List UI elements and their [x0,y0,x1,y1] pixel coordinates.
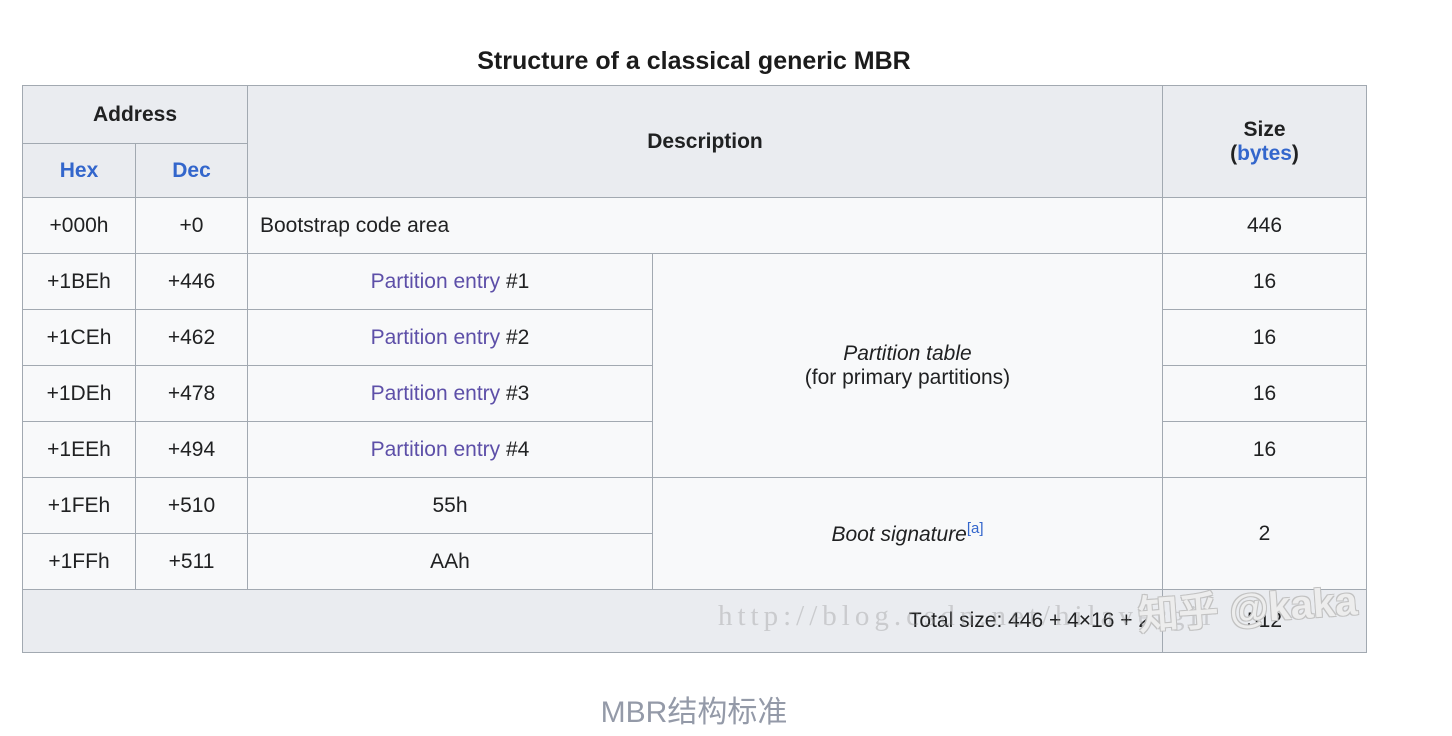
cell-total-label: Total size: 446 + 4×16 + 2 [22,589,1163,653]
cell-size: 16 [1162,253,1367,310]
header-size-paren-close: ) [1291,141,1299,165]
header-dec: Dec [135,143,248,198]
cell-dec: +510 [135,477,248,534]
partition-table-sublabel: (for primary partitions) [804,365,1011,389]
table-row-sig55: +1FEh +510 55h Boot signature[a] 2 [22,477,1367,590]
cell-hex: +1CEh [22,309,136,366]
cell-hex: +000h [22,197,136,254]
header-address: Address [22,85,248,144]
table-row-entry4: +1EEh +494 Partition entry #4 16 [22,421,1367,478]
hex-link[interactable]: Hex [59,158,99,182]
partition-table-label: Partition table [843,341,972,365]
cell-entry1: Partition entry #1 [247,253,653,310]
cell-hex: +1EEh [22,421,136,478]
table-row-entry2: +1CEh +462 Partition entry #2 16 [22,309,1367,366]
cell-dec: +494 [135,421,248,478]
image-caption: MBR结构标准 [600,696,788,729]
cell-dec: +462 [135,309,248,366]
cell-sig-AAh: AAh [247,533,653,590]
cell-size: 16 [1162,365,1367,422]
cell-hex: +1FFh [22,533,136,590]
cell-sig-55h: 55h [247,477,653,534]
dec-link[interactable]: Dec [172,158,211,182]
entry-number: #4 [500,437,530,461]
cell-dec: +478 [135,365,248,422]
cell-bootstrap-desc: Bootstrap code area [247,197,1163,254]
partition-entry-4-link[interactable]: Partition entry [370,437,501,461]
boot-signature-label: Boot signature [831,523,967,546]
table-row-entry1: +1BEh +446 Partition entry #1 Partition … [22,253,1367,478]
entry-number: #2 [500,325,530,349]
cell-dec: +511 [135,533,248,590]
header-row-1: Address Description Size (bytes) [22,85,1367,198]
table-row-entry3: +1DEh +478 Partition entry #3 16 [22,365,1367,422]
cell-size-signature: 2 [1162,477,1367,590]
table-row-bootstrap: +000h +0 Bootstrap code area 446 [22,197,1367,254]
partition-entry-3-link[interactable]: Partition entry [370,381,501,405]
bytes-link[interactable]: bytes [1237,141,1292,165]
header-hex: Hex [22,143,136,198]
cell-entry3: Partition entry #3 [247,365,653,422]
table-title: Structure of a classical generic MBR [477,47,911,75]
header-size-label: Size [1243,117,1286,141]
table-row-total: Total size: 446 + 4×16 + 2 512 [22,589,1367,653]
entry-number: #3 [500,381,530,405]
cell-partition-table: Partition table (for primary partitions) [652,253,1163,478]
cell-size: 16 [1162,309,1367,366]
header-row-2: Hex Dec [22,143,1367,198]
cell-boot-signature: Boot signature[a] [652,477,1163,590]
cell-size: 446 [1162,197,1367,254]
cell-dec: +446 [135,253,248,310]
partition-entry-1-link[interactable]: Partition entry [370,269,501,293]
footnote-a-link[interactable]: [a] [966,520,984,537]
entry-number: #1 [500,269,530,293]
cell-hex: +1DEh [22,365,136,422]
header-size-paren-open: ( [1230,141,1238,165]
cell-entry2: Partition entry #2 [247,309,653,366]
cell-dec: +0 [135,197,248,254]
table-row-sigAA: +1FFh +511 AAh [22,533,1367,590]
cell-hex: +1BEh [22,253,136,310]
cell-size: 16 [1162,421,1367,478]
partition-entry-2-link[interactable]: Partition entry [370,325,501,349]
cell-entry4: Partition entry #4 [247,421,653,478]
header-description: Description [247,85,1163,198]
cell-hex: +1FEh [22,477,136,534]
mbr-structure-table: Address Description Size (bytes) Hex Dec… [22,85,1367,653]
cell-total-size: 512 [1162,589,1367,653]
header-size: Size (bytes) [1162,85,1367,198]
